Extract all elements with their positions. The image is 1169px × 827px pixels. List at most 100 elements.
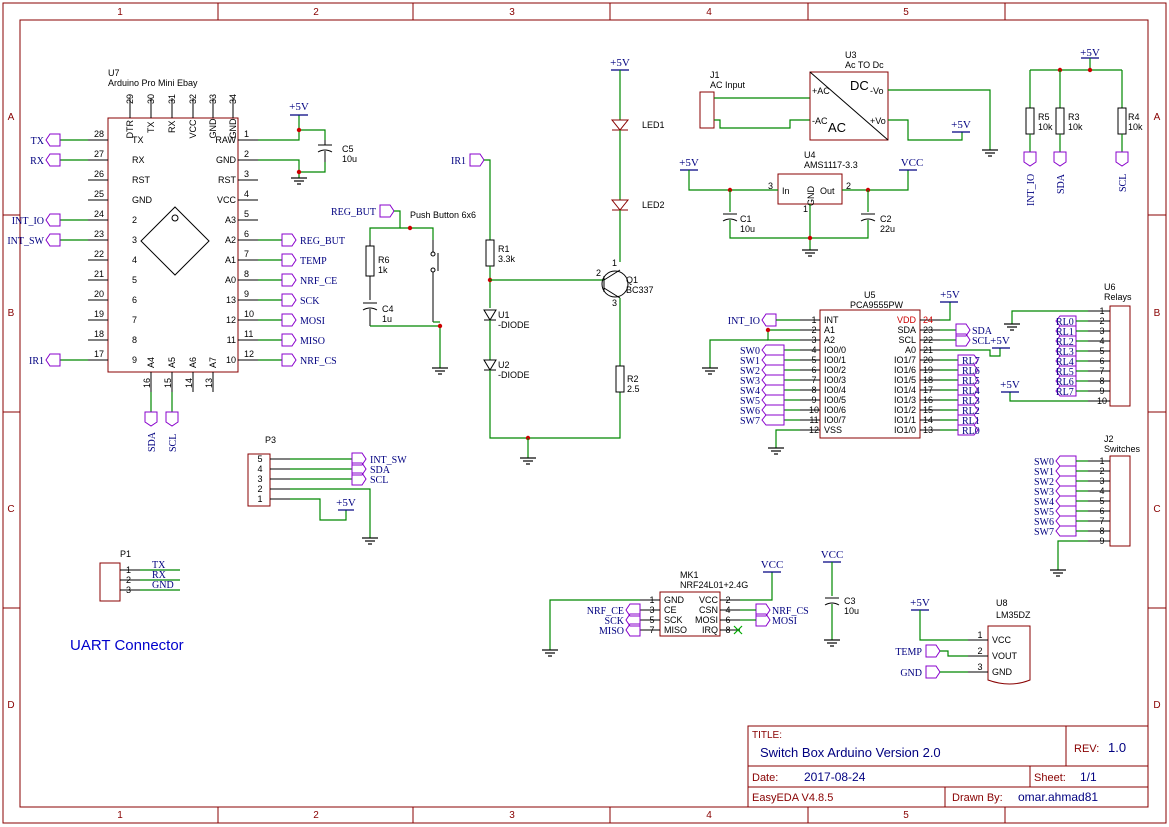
mk1-right-pin-num: 2	[725, 595, 730, 605]
capacitor-c5[interactable]: C5 10u	[317, 140, 357, 164]
u7-bottom-pin-name: A6	[188, 357, 198, 368]
u8-pwr: +5V	[910, 597, 930, 609]
u8-pin-num: 2	[977, 646, 982, 656]
u7-left-pin-name: 8	[132, 335, 137, 345]
u7-right-pin-num: 9	[244, 289, 249, 299]
u8-net-temp: TEMP	[895, 647, 922, 658]
j2-port	[1055, 465, 1077, 477]
u5-left-pin-num: 11	[809, 415, 818, 425]
switch-header-j2[interactable]: J2 Switches 1SW02SW13SW24SW35SW46SW57SW6…	[1034, 434, 1141, 577]
u6-pin-num: 9	[1099, 386, 1104, 396]
u7-right-pin-num: 11	[244, 329, 253, 339]
u6-net: RL3	[1056, 347, 1074, 358]
rev-label: REV:	[1074, 743, 1099, 755]
u7-bottom-pin-num: 15	[163, 378, 173, 388]
u5-left-pin-num: 5	[811, 355, 816, 365]
c3-ref: C3	[844, 596, 856, 606]
u4-name: AMS1117-3.3	[804, 160, 858, 170]
c2-value: 22u	[880, 224, 895, 234]
ir-section[interactable]: IR1 R1 3.3k U1 -DIODE U2 -DIODE +5V LED1…	[451, 57, 665, 465]
p1-net-rx: RX	[152, 570, 167, 581]
u5-right-pin-num: 21	[923, 345, 933, 355]
arduino-u7[interactable]: U7 Arduino Pro Mini Ebay 29DTR30TX31RX32…	[88, 68, 258, 392]
u5-right-pin-num: 20	[923, 355, 933, 365]
u6-port	[1055, 385, 1077, 397]
u6-net: RL1	[1056, 327, 1074, 338]
u5-sw-net: SW4	[740, 386, 760, 397]
row-label: D	[7, 700, 14, 711]
p1-pin-num: 1	[126, 565, 131, 575]
c4-value: 1u	[382, 314, 392, 324]
u5-left-pin-name: VSS	[824, 425, 842, 435]
tool-version: EasyEDA V4.8.5	[752, 792, 833, 804]
j2-pin-num: 6	[1099, 506, 1104, 516]
u6-pin-num: 10	[1097, 396, 1107, 406]
row-label: B	[8, 308, 15, 319]
j2-pin-num: 4	[1099, 486, 1104, 496]
p1-ref: P1	[120, 549, 131, 559]
u5-sw-net: SW6	[740, 406, 760, 417]
row-label: B	[1154, 308, 1161, 319]
c5-ref: C5	[342, 144, 354, 154]
relay-header-u6[interactable]: U6 Relays 12RL03RL14RL25RL36RL47RL58RL69…	[1000, 282, 1132, 407]
u7-right-pin-name: GND	[216, 155, 237, 165]
ac-input-j1[interactable]: J1 AC Input	[699, 70, 810, 129]
u4-ref: U4	[804, 150, 816, 160]
net-reg-but: REG_BUT	[300, 236, 345, 247]
u5-sw-net: SW2	[740, 366, 760, 377]
r2-value: 2.5	[627, 384, 640, 394]
net-int-sw: INT_SW	[7, 236, 44, 247]
u7-left-pin-num: 22	[94, 249, 104, 259]
u7-left-pin-num: 25	[94, 189, 104, 199]
u5-left-pin-num: 1	[811, 315, 816, 325]
u5-right-pin-num: 13	[923, 425, 933, 435]
c4-ref: C4	[382, 304, 394, 314]
u6-port	[1055, 325, 1077, 337]
u7-right-pin-num: 6	[244, 229, 249, 239]
u7-left-pin-num: 19	[94, 309, 104, 319]
mk1-name: NRF24L01+2.4G	[680, 580, 748, 590]
u8-name: LM35DZ	[996, 610, 1031, 620]
j2-port	[1055, 495, 1077, 507]
regulator-u4[interactable]: U4 AMS1117-3.3 In Out GND 3 2 1 +5V VCC …	[679, 150, 923, 257]
uart-connector-p1[interactable]: P1 123 TX RX GND UART Connector	[70, 549, 184, 654]
u7-right-pin-name: RAW	[215, 135, 236, 145]
u5-right-pin-num: 16	[923, 395, 933, 405]
j2-port	[1055, 485, 1077, 497]
u6-net: RL0	[1056, 317, 1074, 328]
j2-port	[1055, 515, 1077, 527]
u7-right-pin-num: 10	[244, 309, 254, 319]
j2-pin-num: 5	[1099, 496, 1104, 506]
p3-ref: P3	[265, 435, 276, 445]
push-button-section[interactable]: REG_BUT Push Button 6x6 R6 1k C4 1u	[331, 204, 476, 375]
pb-label: Push Button 6x6	[410, 210, 476, 220]
capacitor-c3[interactable]: VCC C3 10u	[821, 549, 859, 647]
u5-sw-port	[761, 404, 785, 416]
u7-right-pin-num: 3	[244, 169, 249, 179]
pullup-resistors[interactable]: +5V R5 10k R3 10k R4 10k INT_IO SDA SCL	[1023, 47, 1143, 206]
net-sck: SCK	[300, 296, 320, 307]
u5-left-pin-name: IO0/7	[824, 415, 846, 425]
u5-right-pin-name: IO1/6	[894, 365, 916, 375]
u7-right-pin-name: RST	[218, 175, 237, 185]
acdc-module-u3[interactable]: U3 Ac TO Dc DC AC +AC -AC -Vo +Vo +5V	[809, 50, 998, 157]
u7-top-pin-num: 29	[125, 94, 135, 104]
col-label: 3	[509, 7, 515, 18]
u6-pin-num: 3	[1099, 326, 1104, 336]
mk1-net-sck: SCK	[605, 616, 625, 627]
j2-name: Switches	[1104, 444, 1141, 454]
r3-ref: R3	[1068, 112, 1080, 122]
u7-top-pin-num: 34	[228, 94, 238, 104]
u5-left-pin-num: 12	[809, 425, 819, 435]
u6-ref: U6	[1104, 282, 1116, 292]
u5-rl-port	[957, 414, 979, 426]
u7-left-pin-num: 21	[94, 269, 104, 279]
mk1-ref: MK1	[680, 570, 699, 580]
ground-u7	[291, 177, 307, 185]
mk1-net-mosi: MOSI	[772, 616, 797, 627]
